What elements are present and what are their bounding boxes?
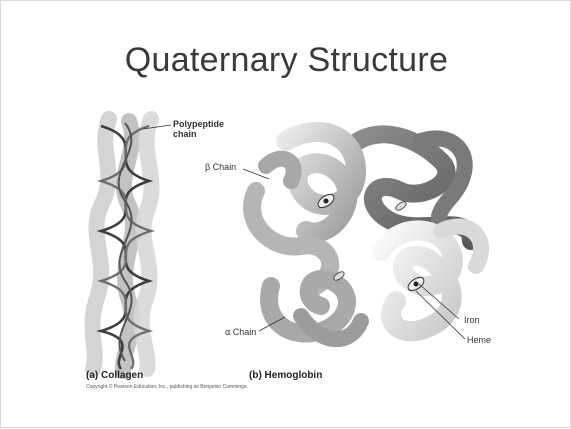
label-iron: Iron bbox=[464, 315, 480, 325]
label-polypeptide-chain: Polypeptide chain bbox=[173, 119, 233, 139]
label-alpha-chain: α Chain bbox=[225, 327, 256, 337]
caption-collagen: (a) Collagen bbox=[86, 371, 143, 381]
label-beta-chain: β Chain bbox=[205, 162, 236, 172]
collagen-triple-helix bbox=[93, 119, 171, 371]
copyright-notice: Copyright © Pearson Education, Inc., pub… bbox=[86, 384, 248, 390]
hemoglobin-tetramer bbox=[243, 132, 481, 339]
caption-hemoglobin: (b) Hemoglobin bbox=[249, 371, 322, 381]
label-heme: Heme bbox=[467, 335, 491, 345]
